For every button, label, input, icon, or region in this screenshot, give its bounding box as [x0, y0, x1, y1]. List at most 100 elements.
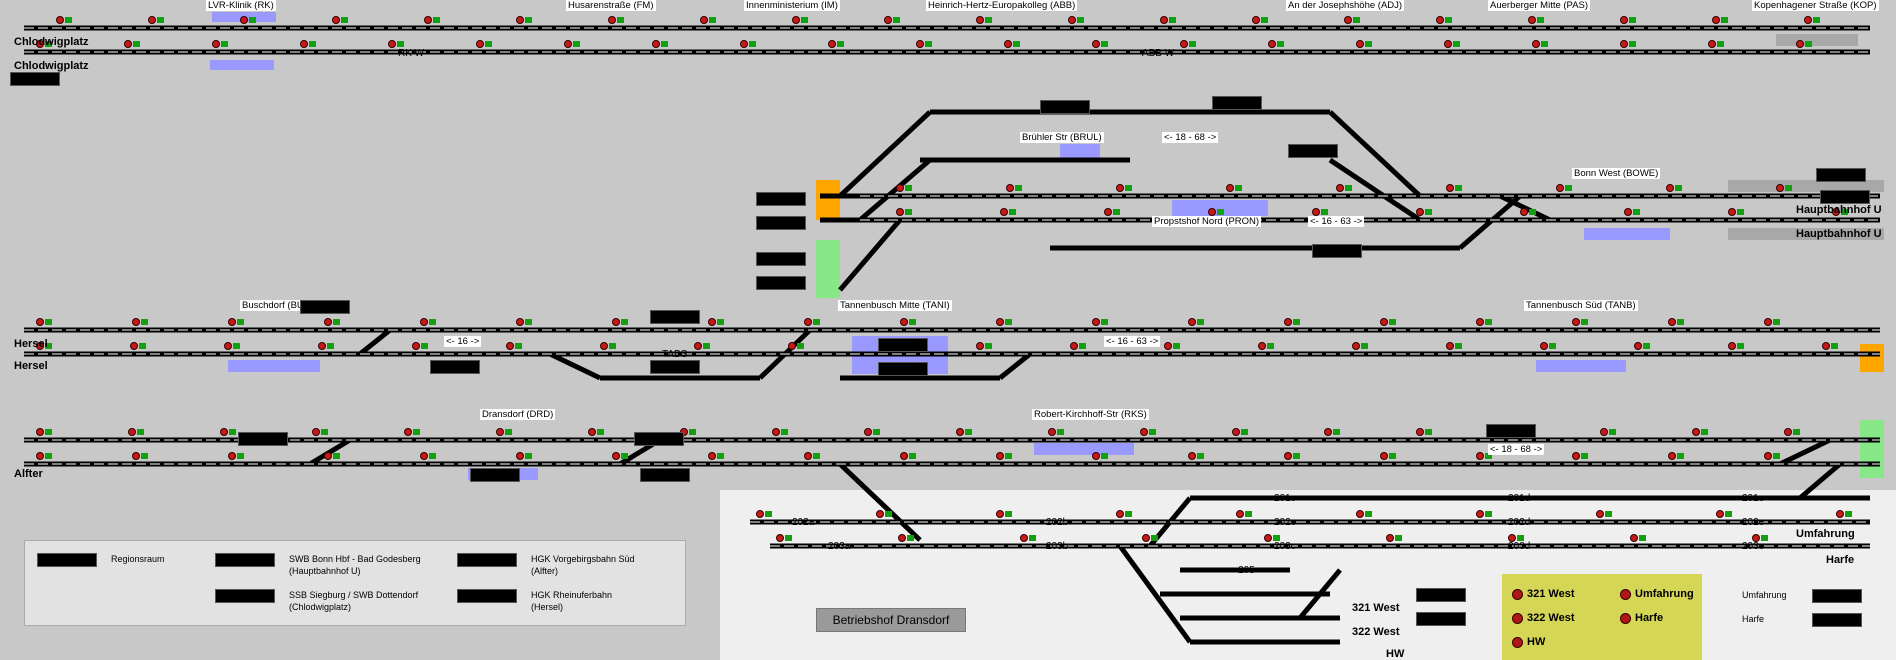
signal-icon[interactable] — [324, 318, 332, 326]
route-select-block[interactable] — [1212, 96, 1262, 110]
signal-icon[interactable] — [1104, 208, 1112, 216]
signal-icon[interactable] — [1476, 452, 1484, 460]
signal-icon[interactable] — [1436, 16, 1444, 24]
signal-icon[interactable] — [1416, 428, 1424, 436]
route-select-block[interactable] — [10, 72, 60, 86]
signal-icon[interactable] — [1284, 452, 1292, 460]
signal-icon[interactable] — [1068, 16, 1076, 24]
signal-icon[interactable] — [420, 318, 428, 326]
signal-icon[interactable] — [1556, 184, 1564, 192]
signal-icon[interactable] — [1532, 40, 1540, 48]
signal-icon[interactable] — [132, 318, 140, 326]
signal-icon[interactable] — [1380, 318, 1388, 326]
route-select-block[interactable] — [1416, 612, 1466, 626]
signal-icon[interactable] — [600, 342, 608, 350]
signal-icon[interactable] — [1784, 428, 1792, 436]
signal-icon[interactable] — [804, 452, 812, 460]
route-select-block[interactable] — [430, 360, 480, 374]
signal-icon[interactable] — [1630, 534, 1638, 542]
signal-icon[interactable] — [1764, 318, 1772, 326]
signal-icon[interactable] — [36, 40, 44, 48]
signal-icon[interactable] — [1020, 534, 1028, 542]
signal-icon[interactable] — [896, 208, 904, 216]
signal-icon[interactable] — [1070, 342, 1078, 350]
signal-icon[interactable] — [608, 16, 616, 24]
signal-icon[interactable] — [228, 318, 236, 326]
signal-icon[interactable] — [1232, 428, 1240, 436]
signal-icon[interactable] — [1336, 184, 1344, 192]
signal-icon[interactable] — [1226, 184, 1234, 192]
signal-icon[interactable] — [496, 428, 504, 436]
route-select-block[interactable] — [300, 300, 350, 314]
signal-icon[interactable] — [56, 16, 64, 24]
route-select-block[interactable] — [1820, 190, 1870, 204]
signal-icon[interactable] — [1444, 40, 1452, 48]
signal-icon[interactable] — [506, 342, 514, 350]
signal-icon[interactable] — [564, 40, 572, 48]
route-select-block[interactable] — [756, 216, 806, 230]
signal-icon[interactable] — [1258, 342, 1266, 350]
signal-icon[interactable] — [124, 40, 132, 48]
signal-icon[interactable] — [1624, 208, 1632, 216]
route-select-block[interactable] — [878, 362, 928, 376]
signal-icon[interactable] — [130, 342, 138, 350]
signal-icon[interactable] — [1180, 40, 1188, 48]
signal-icon[interactable] — [1006, 184, 1014, 192]
signal-icon[interactable] — [332, 16, 340, 24]
signal-icon[interactable] — [1666, 184, 1674, 192]
signal-icon[interactable] — [1352, 342, 1360, 350]
route-select-block[interactable] — [640, 468, 690, 482]
route-select-block[interactable] — [650, 310, 700, 324]
signal-icon[interactable] — [516, 318, 524, 326]
signal-icon[interactable] — [476, 40, 484, 48]
signal-icon[interactable] — [756, 510, 764, 518]
signal-icon[interactable] — [804, 318, 812, 326]
signal-icon[interactable] — [240, 16, 248, 24]
route-select-block[interactable] — [634, 432, 684, 446]
route-select-block[interactable] — [1816, 168, 1866, 182]
signal-icon[interactable] — [1140, 428, 1148, 436]
signal-icon[interactable] — [1268, 40, 1276, 48]
route-select-block[interactable] — [756, 276, 806, 290]
signal-icon[interactable] — [776, 534, 784, 542]
signal-icon[interactable] — [1208, 208, 1216, 216]
signal-icon[interactable] — [1692, 428, 1700, 436]
signal-icon[interactable] — [652, 40, 660, 48]
route-select-block[interactable] — [1416, 588, 1466, 602]
signal-icon[interactable] — [1836, 510, 1844, 518]
signal-icon[interactable] — [1312, 208, 1320, 216]
signal-icon[interactable] — [1356, 40, 1364, 48]
route-select-block[interactable] — [756, 252, 806, 266]
signal-icon[interactable] — [1520, 208, 1528, 216]
signal-icon[interactable] — [1416, 208, 1424, 216]
signal-icon[interactable] — [1236, 510, 1244, 518]
signal-icon[interactable] — [1708, 40, 1716, 48]
signal-icon[interactable] — [1386, 534, 1394, 542]
signal-icon[interactable] — [220, 428, 228, 436]
signal-icon[interactable] — [788, 342, 796, 350]
signal-icon[interactable] — [588, 428, 596, 436]
signal-icon[interactable] — [1476, 318, 1484, 326]
signal-icon[interactable] — [864, 428, 872, 436]
signal-icon[interactable] — [424, 16, 432, 24]
signal-icon[interactable] — [1476, 510, 1484, 518]
signal-icon[interactable] — [1620, 40, 1628, 48]
signal-icon[interactable] — [1832, 208, 1840, 216]
signal-icon[interactable] — [898, 534, 906, 542]
signal-icon[interactable] — [388, 40, 396, 48]
signal-icon[interactable] — [956, 428, 964, 436]
signal-icon[interactable] — [876, 510, 884, 518]
signal-icon[interactable] — [1634, 342, 1642, 350]
dest-322-west[interactable]: 322 West — [1512, 612, 1575, 624]
signal-icon[interactable] — [1540, 342, 1548, 350]
signal-icon[interactable] — [1776, 184, 1784, 192]
signal-icon[interactable] — [1116, 184, 1124, 192]
signal-icon[interactable] — [1284, 318, 1292, 326]
signal-icon[interactable] — [1716, 510, 1724, 518]
signal-icon[interactable] — [1728, 342, 1736, 350]
signal-icon[interactable] — [1160, 16, 1168, 24]
route-select-block[interactable] — [1288, 144, 1338, 158]
signal-icon[interactable] — [708, 318, 716, 326]
signal-icon[interactable] — [300, 40, 308, 48]
signal-icon[interactable] — [612, 452, 620, 460]
